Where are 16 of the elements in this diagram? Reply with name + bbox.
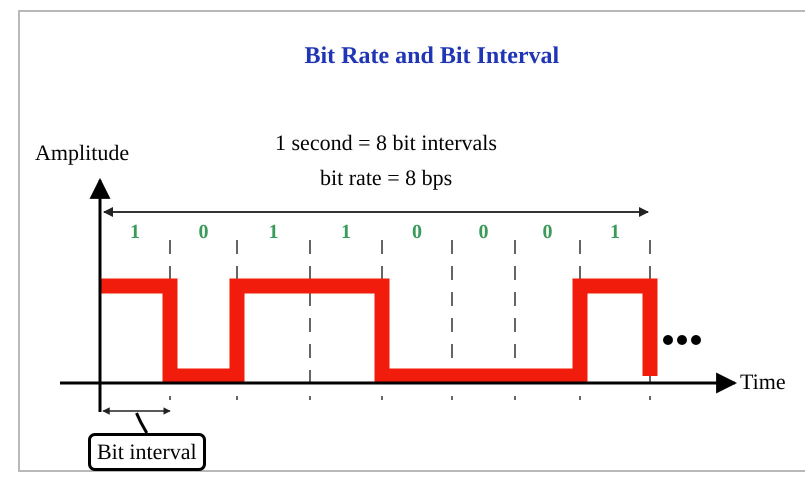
- bit-value: 1: [610, 222, 620, 242]
- axis-label: Time: [740, 371, 786, 393]
- callout-box: Bit interval: [88, 433, 206, 472]
- axis-label: Amplitude: [35, 142, 130, 164]
- bit-value: 0: [198, 222, 208, 242]
- bit-value: 0: [542, 222, 552, 242]
- dimension-line: [102, 407, 171, 415]
- title: Bit Rate and Bit Interval: [304, 44, 560, 68]
- annotation: bit rate = 8 bps: [320, 167, 452, 189]
- annotation: 1 second = 8 bit intervals: [275, 132, 497, 154]
- leader-line: [135, 412, 148, 434]
- bit-value: 0: [412, 222, 422, 242]
- bit-value: 0: [478, 222, 488, 242]
- bit-value: 1: [268, 222, 278, 242]
- bit-value: 1: [130, 222, 140, 242]
- bit-value: 1: [341, 222, 351, 242]
